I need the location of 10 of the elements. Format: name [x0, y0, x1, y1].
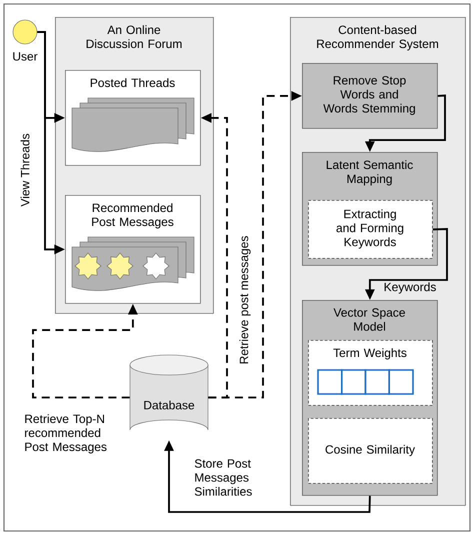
edge-label: View Threads: [20, 134, 30, 207]
edge-label: Retrieve Top-N recommended Post Messages: [25, 414, 107, 454]
process-box: Cosine Similarity: [308, 418, 433, 484]
edge-label: Keywords: [384, 282, 436, 294]
edge-label: Store Post Messages Similarities: [194, 459, 252, 496]
node-caption: User: [13, 52, 38, 61]
process-box: Extracting and Forming Keywords: [308, 200, 433, 259]
edge-label: Retrieve post messages: [239, 236, 251, 364]
database-cylinder: Database: [130, 354, 208, 430]
process-box: Remove Stop Words and Words Stemming: [302, 63, 438, 129]
